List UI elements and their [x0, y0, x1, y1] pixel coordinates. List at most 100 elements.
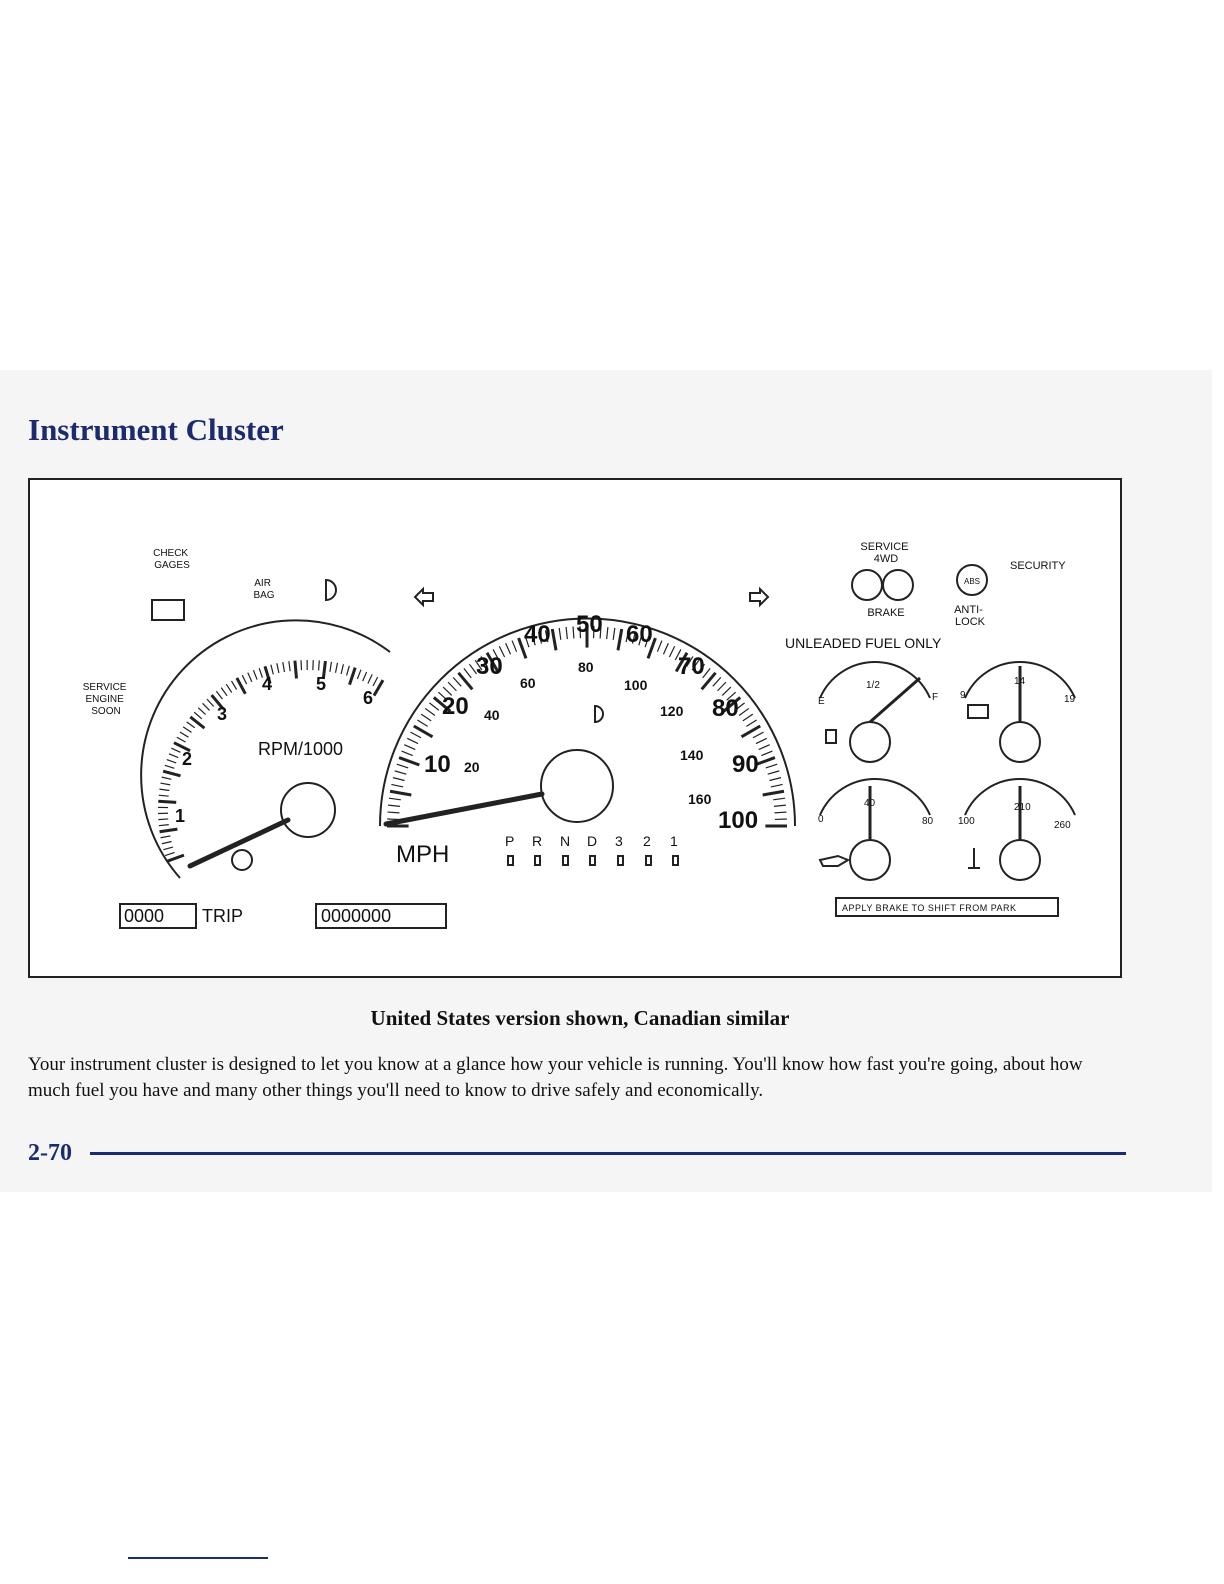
gauge-tick	[206, 698, 215, 707]
gauge-tick	[182, 726, 192, 733]
gauge-tick	[159, 788, 170, 792]
mph-number-80: 80	[712, 695, 739, 722]
gauge-tick	[161, 776, 172, 780]
mph-number-10: 10	[424, 751, 451, 778]
gauge-tick	[424, 707, 436, 716]
brake-warning-icon	[851, 569, 883, 601]
unleaded-fuel-label: UNLEADED FUEL ONLY	[785, 635, 942, 651]
gauge-tick	[276, 663, 280, 674]
gear-1: 1	[670, 833, 678, 849]
odometer-digits: 0000000	[321, 906, 391, 926]
gauge-tick	[401, 750, 413, 757]
gauge-tick	[406, 737, 419, 745]
gauge-tick	[293, 660, 298, 679]
gauge-tick	[334, 662, 339, 673]
kmh-number-120: 120	[660, 703, 684, 719]
gauge-tick	[774, 811, 787, 814]
trip-odometer-box	[119, 903, 197, 929]
speedometer-arc	[379, 617, 796, 827]
coolant-temp-icon	[968, 848, 980, 869]
parking-brake-icon	[882, 569, 914, 601]
gauge-tick	[674, 649, 682, 661]
gauge-tick	[162, 769, 181, 778]
gauge-tick	[762, 789, 785, 797]
gauge-tick	[550, 628, 558, 651]
volt-battery-icon	[967, 704, 989, 719]
gauge-tick	[511, 640, 518, 652]
volt-gauge-arc	[964, 660, 1076, 699]
gauge-tick	[398, 756, 420, 767]
gauge-tick	[754, 756, 776, 767]
gear-n: N	[560, 833, 570, 849]
kmh-number-20: 20	[464, 759, 480, 775]
mph-label: MPH	[396, 841, 449, 868]
gauge-tick	[410, 731, 422, 739]
anti-lock-label: ANTI- LOCK	[954, 604, 986, 628]
gauge-tick	[189, 715, 206, 730]
gauge-tick	[638, 633, 643, 646]
gauge-tick	[646, 637, 657, 659]
tach-number-6: 6	[363, 688, 373, 708]
gauge-tick	[158, 794, 169, 797]
gauge-tick	[186, 721, 196, 729]
gauge-tick	[159, 827, 178, 834]
gauge-tick	[215, 690, 223, 700]
gauge-tick	[734, 702, 745, 711]
gauge-tick	[452, 676, 462, 687]
gauge-tick	[348, 667, 357, 686]
speedometer-ticks	[387, 626, 787, 828]
gauge-tick	[270, 664, 274, 675]
mph-number-50: 50	[576, 611, 603, 638]
gauge-tick	[391, 783, 404, 788]
gauge-tick	[498, 645, 506, 658]
tach-number-1: 1	[175, 806, 185, 826]
speedometer-needle	[383, 791, 545, 827]
gauge-tick	[773, 804, 786, 807]
gauge-tick	[263, 665, 272, 684]
gauge-tick	[367, 674, 373, 684]
gauge-tick	[686, 656, 694, 667]
gauge-tick	[388, 804, 401, 807]
fuel-gauge-hub	[849, 721, 891, 763]
gauge-tick	[288, 661, 291, 672]
tach-number-4: 4	[262, 674, 272, 694]
security-label: SECURITY	[1010, 560, 1066, 572]
gauge-tick	[752, 731, 764, 739]
rpm-label: RPM/1000	[258, 739, 343, 759]
brake-label: BRAKE	[867, 607, 904, 619]
gauge-tick	[176, 736, 186, 743]
oil-gauge-hub	[849, 839, 891, 881]
gauge-tick	[691, 659, 700, 671]
temp-mid-label: 210	[1014, 802, 1031, 813]
odometer-box	[315, 903, 447, 929]
service-4wd-label: SERVICE 4WD	[860, 541, 911, 565]
gauge-tick	[538, 631, 543, 644]
gauge-tick	[388, 797, 401, 801]
gauge-tick	[258, 667, 263, 678]
gauge-tick	[769, 777, 782, 782]
page-title: Instrument Cluster	[28, 412, 284, 447]
tach-number-5: 5	[316, 674, 326, 694]
gauge-tick	[404, 744, 416, 751]
gauge-tick	[392, 777, 405, 782]
trip-label: TRIP	[202, 906, 243, 926]
trip-odometer-digits: 0000	[124, 906, 164, 926]
gauge-tick	[726, 691, 737, 701]
gauge-tick	[746, 719, 757, 727]
gauge-tick	[225, 683, 233, 693]
body-paragraph: Your instrument cluster is designed to l…	[28, 1054, 1083, 1101]
gauge-tick	[235, 677, 247, 695]
figure-caption: United States version shown, Canadian si…	[370, 1006, 790, 1030]
gauge-tick	[420, 713, 432, 722]
kmh-number-140: 140	[680, 747, 704, 763]
gauge-tick	[463, 668, 472, 679]
mph-number-100: 100	[718, 807, 758, 834]
gauge-tick	[606, 627, 609, 640]
gauge-tick	[372, 676, 379, 687]
gear-p: P	[505, 833, 514, 849]
gauge-tick	[193, 711, 203, 720]
gauge-tick	[230, 680, 238, 690]
mph-number-70: 70	[678, 653, 705, 680]
gauge-tick	[544, 630, 549, 643]
temp-min-label: 100	[958, 816, 975, 827]
